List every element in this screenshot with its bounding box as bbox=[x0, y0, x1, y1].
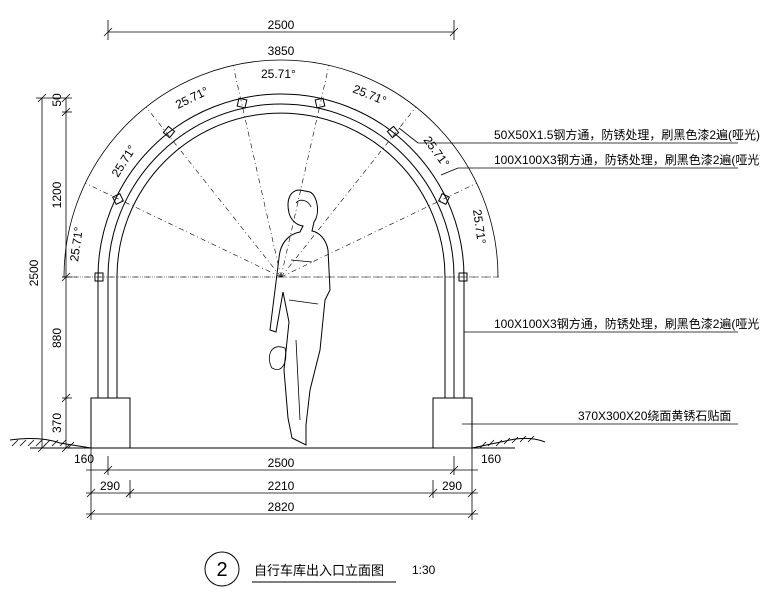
tube-markers bbox=[94, 97, 468, 282]
dim-arc-length: 3850 bbox=[268, 44, 295, 58]
dim-seg-880: 880 bbox=[50, 328, 64, 348]
human-figure bbox=[268, 189, 331, 446]
radial-lines bbox=[64, 64, 498, 278]
left-stone-base bbox=[90, 397, 131, 449]
drawing-number-circle bbox=[204, 551, 240, 587]
top-dimension-group: 2500 3850 bbox=[103, 18, 459, 58]
angle-label: 25.71° bbox=[470, 208, 489, 245]
callout-50x50-tube: 50X50X1.5钢方通，防锈处理，刷黑色漆2遍(哑光) bbox=[494, 127, 760, 142]
angle-label: 25.71° bbox=[261, 67, 296, 81]
dim-right-290: 290 bbox=[442, 479, 462, 493]
arch-middle bbox=[107, 103, 455, 278]
arch-group bbox=[62, 59, 500, 278]
drawing-title: 自行车库出入口立面图 bbox=[254, 563, 384, 578]
bottom-dimension-group: 160 160 2500 290 2210 290 2820 bbox=[74, 448, 501, 520]
drawing-scale: 1:30 bbox=[412, 563, 436, 577]
callout-leg-tube: 100X100X3钢方通，防锈处理，刷黑色漆2遍(哑光) bbox=[494, 316, 760, 331]
dim-left-290: 290 bbox=[100, 479, 120, 493]
drawing-number: 2 bbox=[216, 559, 227, 581]
arch-outer bbox=[97, 93, 465, 278]
angle-label: 25.71° bbox=[109, 142, 139, 179]
dim-seg-50: 50 bbox=[50, 93, 64, 107]
arch-inner bbox=[116, 112, 446, 278]
callout-arch-tube: 100X100X3钢方通，防锈处理，刷黑色漆2遍(哑光) bbox=[494, 152, 760, 167]
legs bbox=[97, 277, 465, 398]
dim-bottom-span: 2500 bbox=[268, 456, 295, 470]
dim-overall-2820: 2820 bbox=[268, 500, 295, 514]
dim-seg-1200: 1200 bbox=[50, 181, 64, 208]
title-block: 2 自行车库出入口立面图 1:30 bbox=[204, 551, 436, 587]
ground bbox=[9, 435, 546, 449]
dim-top-span: 2500 bbox=[268, 18, 295, 32]
dim-middle-2210: 2210 bbox=[268, 479, 295, 493]
dim-height-total: 2500 bbox=[27, 259, 41, 286]
right-stone-base bbox=[432, 397, 473, 449]
dim-seg-370: 370 bbox=[50, 413, 64, 433]
callouts: 50X50X1.5钢方通，防锈处理，刷黑色漆2遍(哑光) 100X100X3钢方… bbox=[398, 127, 760, 425]
angle-label: 25.71° bbox=[67, 226, 86, 263]
callout-stone-base: 370X300X20绕面黄锈石贴面 bbox=[578, 409, 731, 423]
dim-right-160: 160 bbox=[481, 452, 501, 466]
dim-left-160: 160 bbox=[74, 452, 94, 466]
left-dimension-group: 2500 50 1200 880 370 bbox=[27, 93, 72, 453]
angle-label: 25.71° bbox=[173, 84, 211, 112]
outer-dimension-arc bbox=[63, 59, 499, 278]
